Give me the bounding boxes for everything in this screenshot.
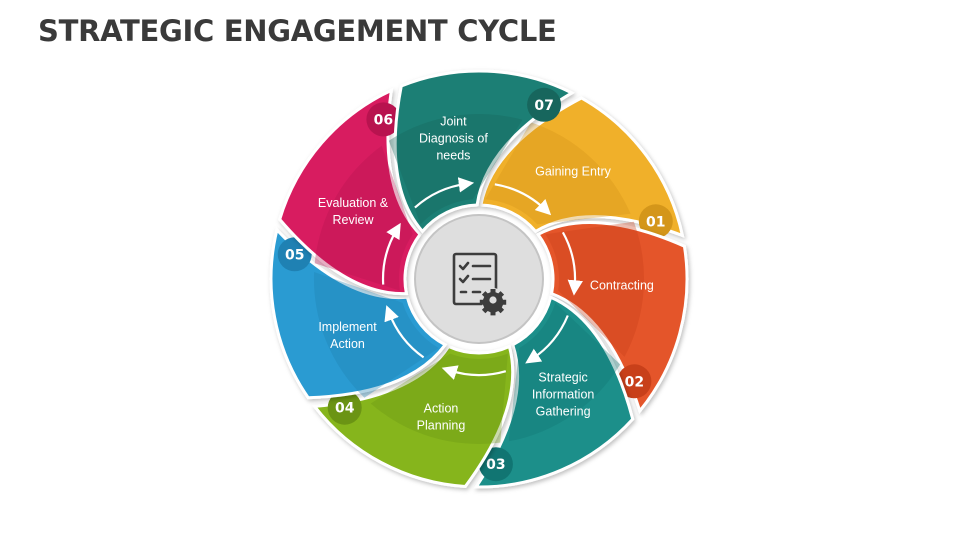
step-number-badge (527, 87, 562, 122)
segment-shade (388, 113, 523, 225)
step-number: 01 (646, 214, 665, 230)
step-number-badge (366, 102, 401, 137)
checklist-gear-icon (452, 252, 507, 316)
step-number: 05 (285, 247, 304, 263)
flow-arrow-icon (414, 177, 475, 209)
step-label: Gaining Entry (535, 164, 611, 178)
segment-shade (508, 302, 621, 442)
segment-shade (313, 272, 439, 398)
flow-arrow-icon (384, 305, 425, 359)
segment-shape (278, 87, 422, 296)
cycle-segment-02: 02 Contracting (535, 221, 689, 414)
flow-arrow-icon (525, 315, 569, 364)
segment-shape (479, 96, 685, 238)
segment-shape (311, 344, 515, 489)
segment-shape (473, 295, 635, 489)
center-hub (414, 214, 544, 344)
page-title: STRATEGIC ENGAGEMENT CYCLE (38, 14, 557, 48)
step-number: 06 (374, 112, 393, 128)
cycle-segment-01: 01 Gaining Entry (479, 96, 685, 239)
step-number-badge (327, 390, 362, 425)
flow-arrow-icon (441, 365, 507, 380)
step-number: 02 (625, 374, 644, 390)
step-label: Contracting (590, 278, 654, 292)
flow-arrow-icon (561, 231, 583, 296)
flow-arrow-icon (494, 183, 552, 216)
step-number: 03 (486, 457, 505, 473)
segment-shape (269, 226, 448, 400)
step-number: 07 (534, 98, 553, 114)
segment-shade (314, 145, 413, 291)
step-number-badge (617, 364, 652, 399)
flow-arrow-icon (381, 222, 401, 285)
segment-shade (370, 353, 508, 444)
step-label: Evaluation &Review (318, 196, 389, 227)
segment-shade (545, 221, 645, 357)
step-number: 04 (335, 401, 355, 417)
step-number-badge (638, 204, 673, 239)
segment-shade (485, 122, 631, 225)
